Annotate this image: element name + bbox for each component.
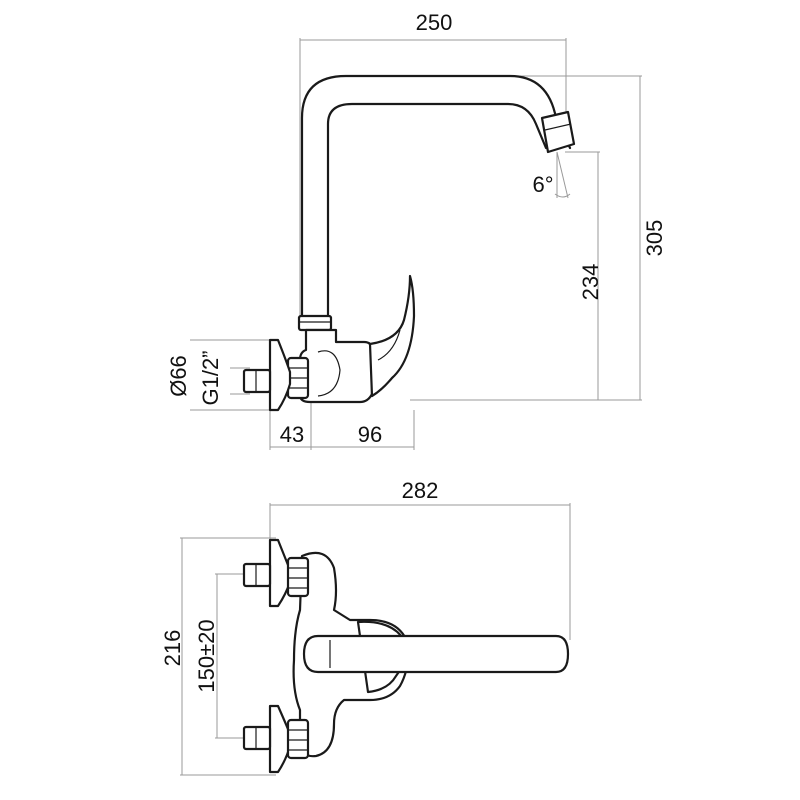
side-view [190,38,642,450]
dim-282: 282 [402,478,439,503]
dim-234: 234 [578,264,603,301]
dim-216: 216 [160,630,185,667]
dim-150: 150±20 [194,619,219,692]
dim-thread: G1/2” [198,350,223,405]
dim-6-degree: 6° [532,172,553,197]
lever-handle [368,274,416,398]
mixer-body [298,328,374,404]
dim-diameter: Ø66 [166,355,191,397]
side-view-dimension-lines [190,38,642,450]
dim-250: 250 [416,10,453,35]
lower-connector [242,704,310,774]
spout-nut [297,314,333,332]
front-view [180,503,571,776]
dim-96: 96 [358,422,382,447]
dim-305: 305 [642,220,667,257]
eccentric-pipe [242,368,272,394]
upper-connector [242,538,310,608]
spout [300,74,572,320]
front-spout [302,634,570,674]
wall-rosette [268,338,292,412]
dim-43: 43 [280,422,304,447]
aerator [540,110,576,154]
